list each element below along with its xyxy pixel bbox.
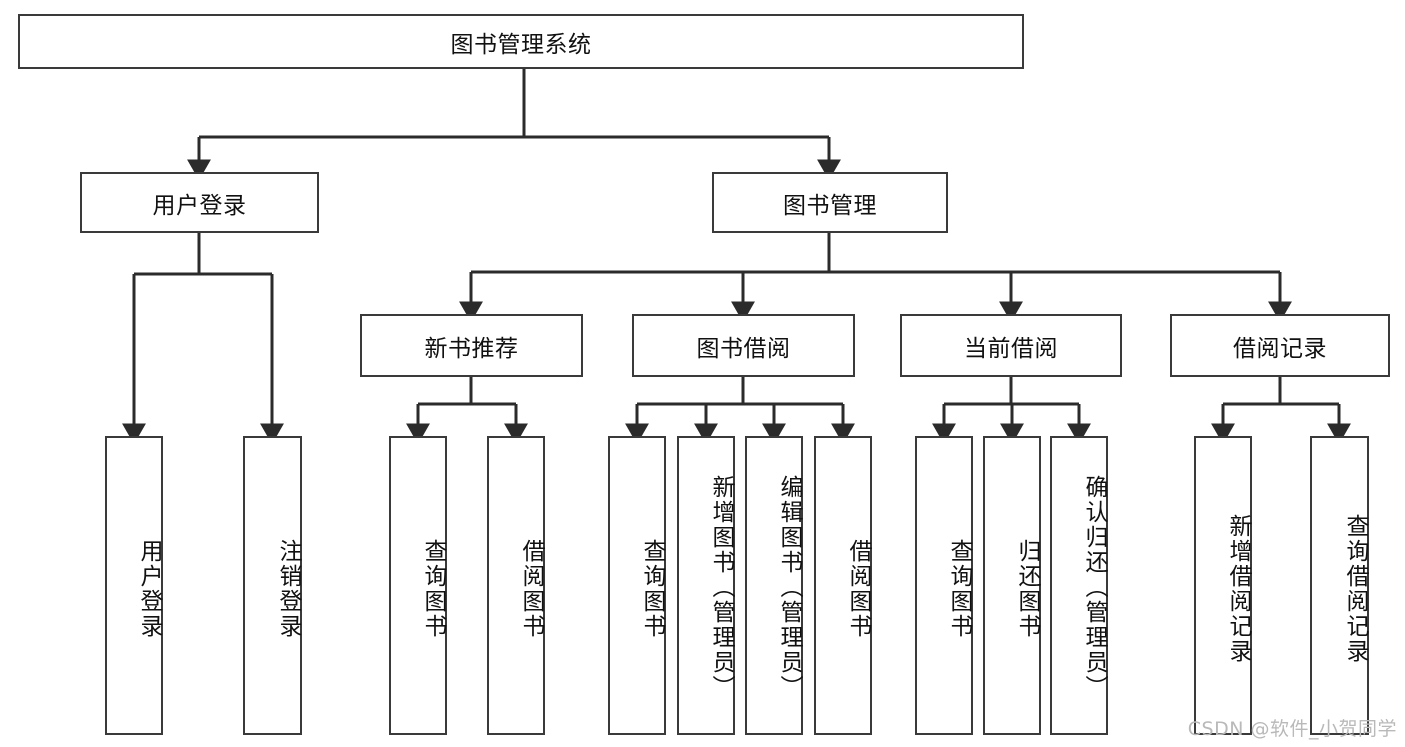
node-root[interactable]: 图书管理系统 bbox=[18, 14, 1024, 69]
node-leaf-user-login[interactable]: 用户登录 bbox=[105, 436, 163, 735]
node-borrow-record[interactable]: 借阅记录 bbox=[1170, 314, 1390, 377]
node-current-borrow[interactable]: 当前借阅 bbox=[900, 314, 1122, 377]
node-leaf-add-record[interactable]: 新增借阅记录 bbox=[1194, 436, 1252, 735]
node-leaf-add-record-label: 新增借阅记录 bbox=[1225, 513, 1251, 664]
node-new-book-rec-label: 新书推荐 bbox=[424, 335, 519, 362]
node-user-login-label: 用户登录 bbox=[152, 192, 247, 219]
node-leaf-add-book-label: 新增图书（管理员） bbox=[708, 475, 734, 700]
node-leaf-add-book[interactable]: 新增图书（管理员） bbox=[677, 436, 735, 735]
node-leaf-confirm-return[interactable]: 确认归还（管理员） bbox=[1050, 436, 1108, 735]
node-leaf-logout[interactable]: 注销登录 bbox=[243, 436, 302, 735]
node-current-borrow-label: 当前借阅 bbox=[964, 335, 1058, 362]
node-leaf-borrow-book-1[interactable]: 借阅图书 bbox=[487, 436, 545, 735]
node-borrow-record-label: 借阅记录 bbox=[1233, 335, 1327, 362]
node-leaf-borrow-book-1-label: 借阅图书 bbox=[518, 538, 544, 639]
node-leaf-query-book-1[interactable]: 查询图书 bbox=[389, 436, 447, 735]
node-leaf-user-login-label: 用户登录 bbox=[136, 538, 162, 639]
node-user-login[interactable]: 用户登录 bbox=[80, 172, 319, 233]
node-leaf-borrow-book-2-label: 借阅图书 bbox=[845, 538, 871, 639]
node-leaf-edit-book-label: 编辑图书（管理员） bbox=[776, 475, 802, 700]
node-leaf-confirm-return-label: 确认归还（管理员） bbox=[1081, 475, 1107, 700]
node-leaf-query-book-3[interactable]: 查询图书 bbox=[915, 436, 973, 735]
node-book-manage-label: 图书管理 bbox=[783, 192, 877, 219]
node-leaf-logout-label: 注销登录 bbox=[275, 538, 301, 639]
node-leaf-query-book-3-label: 查询图书 bbox=[946, 538, 972, 639]
node-leaf-borrow-book-2[interactable]: 借阅图书 bbox=[814, 436, 872, 735]
node-leaf-query-record[interactable]: 查询借阅记录 bbox=[1310, 436, 1369, 735]
node-leaf-return-book[interactable]: 归还图书 bbox=[983, 436, 1041, 735]
node-book-borrow-label: 图书借阅 bbox=[696, 335, 791, 362]
node-book-manage[interactable]: 图书管理 bbox=[712, 172, 948, 233]
node-leaf-return-book-label: 归还图书 bbox=[1014, 538, 1040, 639]
node-leaf-query-record-label: 查询借阅记录 bbox=[1342, 513, 1368, 664]
node-book-borrow[interactable]: 图书借阅 bbox=[632, 314, 855, 377]
watermark-text: CSDN @软件_小贺同学 bbox=[1187, 718, 1397, 740]
node-root-label: 图书管理系统 bbox=[450, 31, 592, 58]
node-leaf-edit-book[interactable]: 编辑图书（管理员） bbox=[745, 436, 803, 735]
node-leaf-query-book-1-label: 查询图书 bbox=[420, 538, 446, 639]
node-new-book-rec[interactable]: 新书推荐 bbox=[360, 314, 583, 377]
node-leaf-query-book-2[interactable]: 查询图书 bbox=[608, 436, 666, 735]
node-leaf-query-book-2-label: 查询图书 bbox=[639, 538, 665, 639]
